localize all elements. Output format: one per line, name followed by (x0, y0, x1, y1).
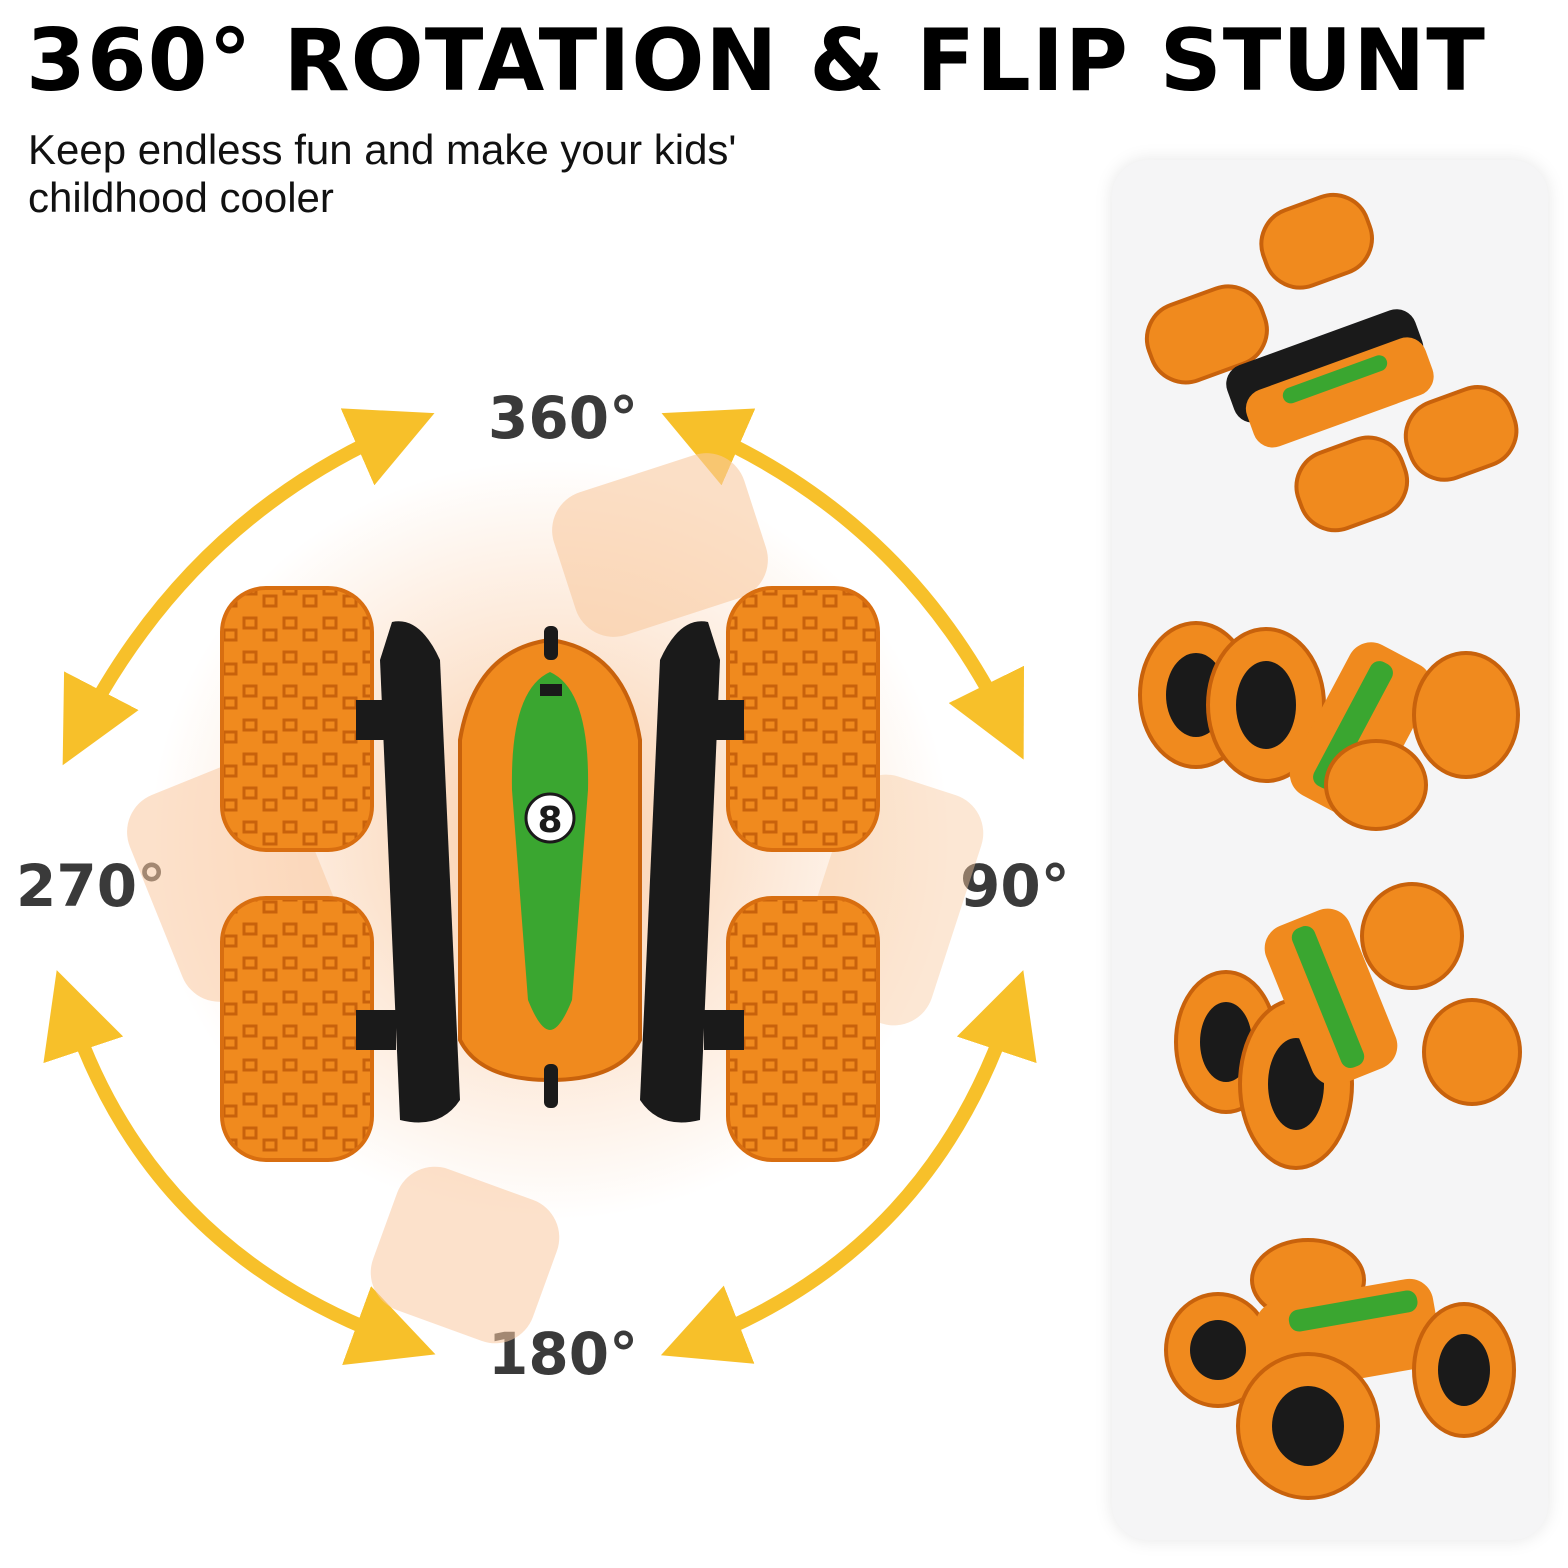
label-90: 90° (960, 852, 1070, 920)
arrow-top-right (661, 408, 1024, 760)
number-badge: 8 (537, 800, 562, 841)
rotation-arrows (43, 408, 1037, 1365)
chassis-right (640, 621, 720, 1123)
tire-rear-left (220, 896, 374, 1162)
subtitle-line-2: childhood cooler (28, 174, 334, 221)
tire-front-right (726, 586, 880, 852)
chassis-left (380, 621, 460, 1123)
stunt-pose-2 (1138, 621, 1520, 831)
page-subtitle: Keep endless fun and make your kids' chi… (28, 126, 928, 222)
number-badge-circle (524, 792, 576, 844)
arrow-bottom-right (660, 970, 1037, 1364)
subtitle-line-1: Keep endless fun and make your kids' (28, 126, 737, 173)
car-stripe (511, 672, 589, 1030)
tire-front-left (220, 586, 374, 852)
stunt-pose-3 (1174, 882, 1522, 1170)
main-car-top-view: 8 (220, 586, 880, 1162)
page-title: 360° ROTATION & FLIP STUNT (26, 11, 1486, 111)
arrow-top-left (62, 408, 435, 766)
tire-rear-right (726, 896, 880, 1162)
stunt-pose-1 (1144, 192, 1519, 533)
arrow-bottom-left (43, 970, 436, 1365)
label-360: 360° (488, 384, 639, 452)
stunt-pose-4 (1164, 1238, 1516, 1500)
